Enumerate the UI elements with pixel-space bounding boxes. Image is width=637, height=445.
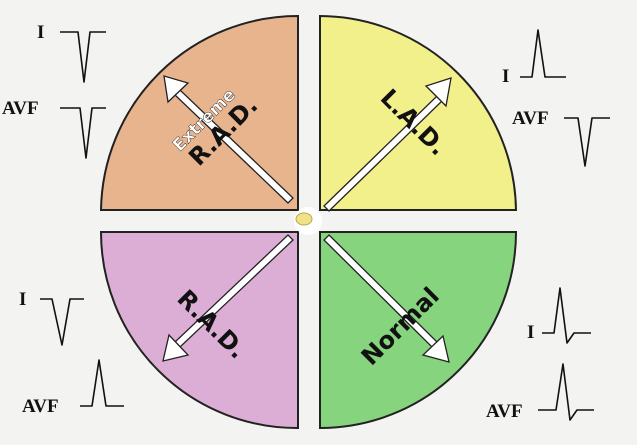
lad-lead-i-complex — [520, 29, 566, 78]
extreme-rad-lead-i-label: I — [37, 22, 44, 43]
arrow-lad — [323, 77, 452, 212]
lad-lead-avf-complex — [564, 117, 610, 167]
normal-lead-i-label: I — [527, 322, 534, 343]
extreme-rad-lead-avf-complex — [60, 107, 106, 159]
rad-lead-i-label: I — [19, 289, 26, 310]
rad-lead-avf-label: AVF — [22, 396, 59, 417]
arrow-normal — [323, 234, 450, 363]
normal-lead-avf-complex — [538, 363, 594, 421]
normal-lead-i-complex — [542, 287, 591, 344]
arrow-rad — [162, 234, 294, 362]
lad-lead-i-label: I — [502, 66, 509, 87]
rad-lead-avf-complex — [80, 359, 124, 407]
lad-lead-avf-label: AVF — [512, 108, 549, 129]
heart-icon — [295, 212, 313, 226]
normal-lead-avf-label: AVF — [486, 401, 523, 422]
arrow-extreme-rad — [163, 75, 294, 204]
rad-lead-i-complex — [40, 298, 84, 346]
extreme-rad-lead-avf-label: AVF — [2, 98, 39, 119]
extreme-rad-lead-i-complex — [60, 31, 106, 83]
